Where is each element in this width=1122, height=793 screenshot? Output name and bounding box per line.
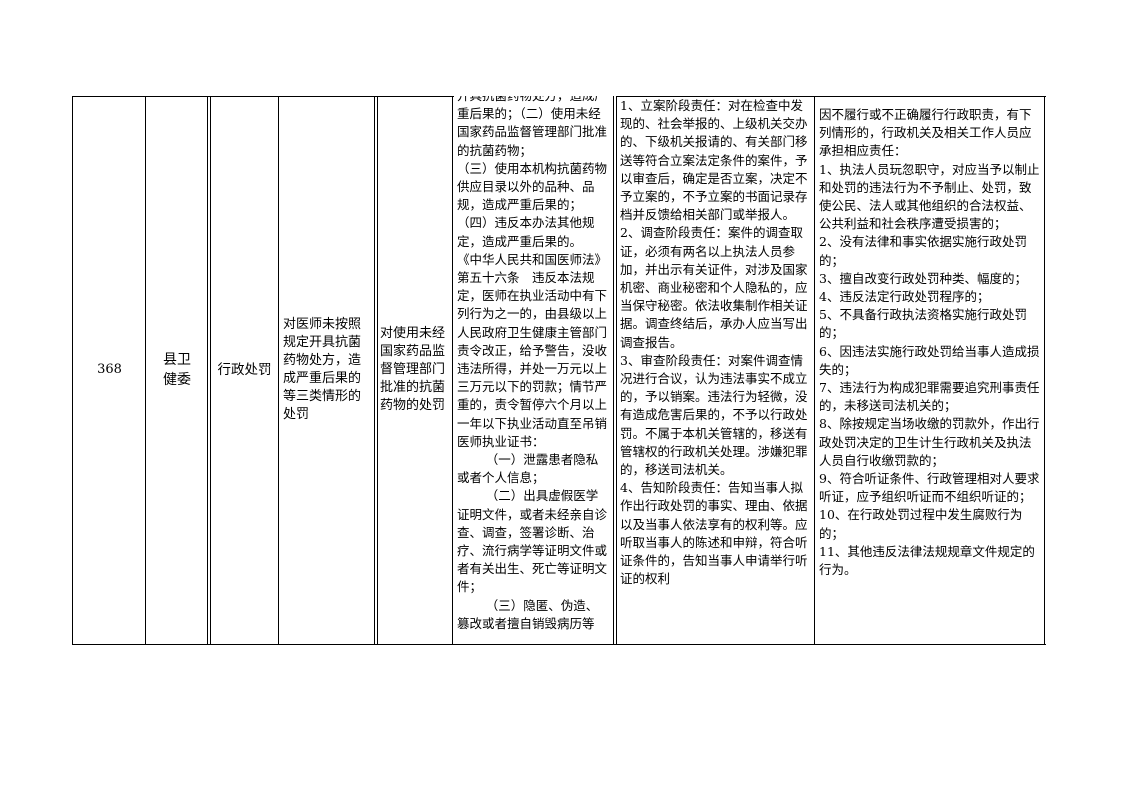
responsibility-item: 4、告知阶段责任：告知当事人拟作出行政处罚的事实、理由、依据以及当事人依法享有的… [620, 480, 808, 587]
accountability-cell: 因不履行或不正确履行行政职责，有下列情形的，行政机关及相关工作人员应承担相应责任… [816, 96, 1044, 644]
power-type-cell: 行政处罚 [217, 362, 272, 378]
responsibility-item: 1、立案阶段责任：对在检查中发现的、社会举报的、上级机关交办的、下级机关报请的、… [620, 98, 808, 223]
table-border [1044, 96, 1045, 644]
accountability-item: 1、执法人员玩忽职守，对应当予以制止和处罚的违法行为不予制止、处罚，致使公民、法… [819, 161, 1040, 232]
column-divider [814, 96, 815, 644]
accountability-item: 因不履行或不正确履行行政职责，有下列情形的，行政机关及相关工作人员应承担相应责任… [819, 107, 1032, 159]
authority-table: 368 县卫健委 行政处罚 对医师未按照规定开具抗菌药物处方，造成严重后果的等三… [72, 96, 1046, 645]
accountability-item: 6、因违法实施行政处罚给当事人造成损失的； [819, 343, 1040, 377]
responsibility-item: 2、调查阶段责任：案件的调查取证，必须有两名以上执法人员参加，并出示有关证件，对… [620, 225, 808, 350]
accountability-item: 9、符合听证条件、行政管理相对人要求听证，应予组织听证而不组织听证的； [819, 471, 1040, 505]
accountability-item: 5、不具备行政执法资格实施行政处罚的； [819, 307, 1027, 341]
basis-paragraph: （四）违反本办法其他规定，造成严重后果的。 [457, 215, 595, 249]
item-name-text: 对医师未按照规定开具抗菌药物处方，造成严重后果的等三类情形的处罚 [283, 317, 362, 422]
accountability-item: 7、违法行为构成犯罪需要追究刑事责任的，未移送司法机关的； [819, 380, 1040, 414]
table-border [72, 96, 73, 644]
column-divider [452, 96, 453, 644]
basis-paragraph: （一）泄露患者隐私或者个人信息； [457, 452, 599, 486]
column-divider [278, 96, 279, 644]
row-number: 368 [97, 362, 122, 377]
basis-paragraph: （三）使用本机构抗菌药物供应目录以外的品种、品规，造成严重后果的； [457, 160, 608, 213]
accountability-item: 3、擅自改变行政处罚种类、幅度的； [819, 270, 1027, 286]
responsibility-item: 3、审查阶段责任：对案件调查情况进行合议，认为违法事实不成立的，予以销案。违法行… [620, 352, 808, 478]
basis-paragraph: 《中华人民共和国医师法》第五十六条 违反本法规定，医师在执业活动中有下列行为之一… [457, 251, 608, 449]
legal-basis-cell: 开具抗菌药物处方，造成严重后果的；（二）使用未经国家药品监督管理部门批准的抗菌药… [454, 96, 613, 644]
responsibility-cell: 1、立案阶段责任：对在检查中发现的、社会举报的、上级机关交办的、下级机关报请的、… [617, 96, 814, 644]
sub-item-cell: 对使用未经国家药品监督管理部门批准的抗菌药物的处罚 [378, 96, 452, 644]
column-divider [145, 96, 146, 644]
basis-paragraph: （二）出具虚假医学证明文件，或者未经亲自诊查、调查，签署诊断、治疗、流行病学等证… [457, 488, 608, 595]
department-cell: 县卫健委 [163, 352, 191, 388]
column-divider [207, 96, 211, 644]
accountability-item: 10、在行政处罚过程中发生腐败行为的； [819, 507, 1023, 541]
accountability-item: 8、除按规定当场收缴的罚款外，作出行政处罚决定的卫生计生行政机关及执法人员自行收… [819, 416, 1040, 468]
accountability-item: 2、没有法律和事实依据实施行政处罚的； [819, 234, 1027, 268]
basis-paragraph: 开具抗菌药物处方，造成严重后果的；（二）使用未经国家药品监督管理部门批准的抗菌药… [457, 96, 608, 158]
table-top-border-left [72, 96, 454, 97]
table-top-border-right [616, 96, 1046, 97]
accountability-item: 4、违反法定行政处罚程序的； [819, 289, 990, 305]
column-divider [613, 96, 617, 644]
basis-paragraph: （三）隐匿、伪造、篡改或者擅自销毁病历等 [457, 597, 599, 631]
column-divider [374, 96, 378, 644]
accountability-item: 11、其他违反法律法规规章文件规定的行为。 [819, 543, 1035, 578]
item-name-cell: 对医师未按照规定开具抗菌药物处方，造成严重后果的等三类情形的处罚 [280, 96, 374, 644]
sub-item-text: 对使用未经国家药品监督管理部门批准的抗菌药物的处罚 [380, 326, 446, 413]
